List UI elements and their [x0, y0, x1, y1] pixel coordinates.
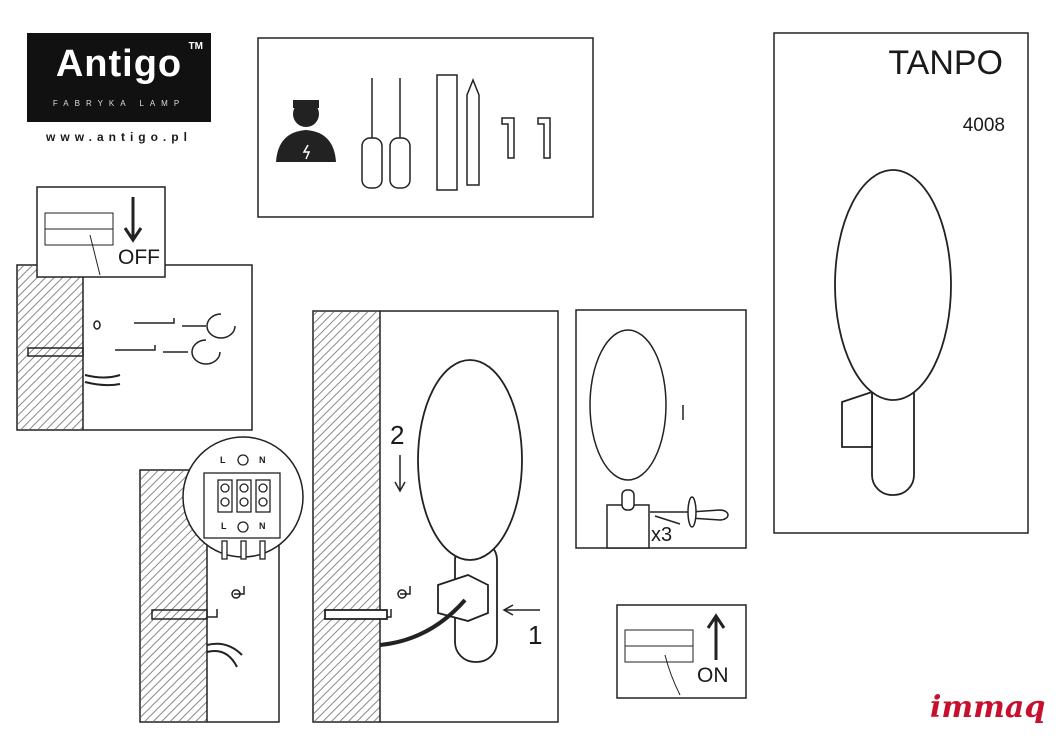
step-1-label: 1 [528, 620, 543, 650]
lamp-illustration [834, 169, 952, 496]
terminal-l-bottom: L [221, 521, 227, 531]
on-label: ON [697, 664, 729, 687]
logo-tagline: FABRYKA LAMP [52, 99, 186, 108]
antigo-logo: Antigo TM FABRYKA LAMP [27, 33, 211, 122]
screwdriver-icon [361, 78, 411, 189]
off-label: OFF [118, 246, 160, 269]
step-2-label: 2 [390, 420, 405, 450]
terminal-l-top: L [220, 455, 226, 465]
power-on-panel [616, 604, 747, 699]
tools-panel [257, 37, 594, 218]
logo-name: Antigo [55, 43, 183, 85]
power-off-panel [36, 186, 166, 278]
ruler-icon [436, 74, 480, 191]
terminal-n-top: N [259, 455, 266, 465]
electrician-icon [276, 100, 336, 162]
hex-key-icon [501, 117, 551, 159]
screw-count-label: x3 [651, 524, 673, 546]
terminal-n-bottom: N [259, 521, 266, 531]
immaq-logo: immaq [930, 690, 1046, 725]
logo-trademark: TM [188, 41, 203, 52]
product-name: TANPO [888, 44, 1003, 82]
brand-url: www.antigo.pl [46, 130, 192, 144]
product-code: 4008 [962, 115, 1005, 136]
